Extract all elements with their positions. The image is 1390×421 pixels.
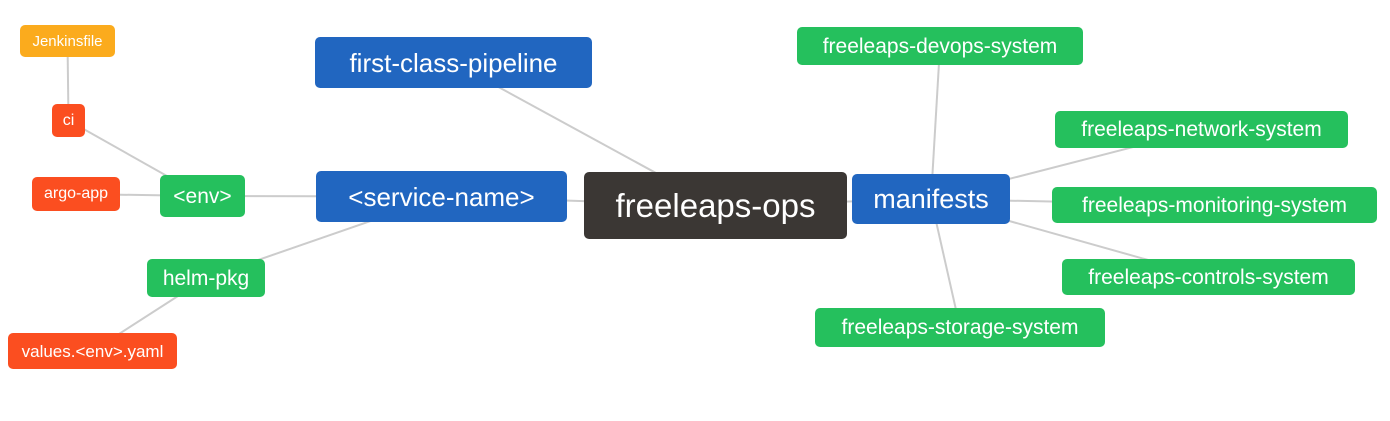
- node-label: first-class-pipeline: [349, 47, 558, 78]
- node-freeleaps-devops-system[interactable]: freeleaps-devops-system: [797, 27, 1083, 65]
- node-freeleaps-monitoring-system[interactable]: freeleaps-monitoring-system: [1052, 187, 1377, 223]
- node-label: freeleaps-storage-system: [841, 316, 1079, 339]
- node-jenkinsfile[interactable]: Jenkinsfile: [20, 25, 115, 57]
- node-label: freeleaps-ops: [615, 187, 816, 224]
- node-label: <env>: [173, 184, 232, 208]
- node-label: ci: [62, 111, 75, 129]
- node-freeleaps-ops[interactable]: freeleaps-ops: [584, 172, 847, 239]
- node-label: argo-app: [43, 185, 109, 202]
- node-helm-pkg[interactable]: helm-pkg: [147, 259, 265, 297]
- node-label: helm-pkg: [162, 266, 250, 290]
- node-freeleaps-controls-system[interactable]: freeleaps-controls-system: [1062, 259, 1355, 295]
- node-ci[interactable]: ci: [52, 104, 85, 137]
- node-first-class-pipeline[interactable]: first-class-pipeline: [315, 37, 592, 88]
- node-label: <service-name>: [348, 181, 535, 212]
- node-service-name[interactable]: <service-name>: [316, 171, 567, 222]
- node-label: freeleaps-monitoring-system: [1082, 193, 1347, 217]
- node-argo-app[interactable]: argo-app: [32, 177, 120, 211]
- node-manifests[interactable]: manifests: [852, 174, 1010, 224]
- node-label: freeleaps-network-system: [1081, 118, 1322, 141]
- node-label: manifests: [873, 183, 989, 214]
- node-freeleaps-network-system[interactable]: freeleaps-network-system: [1055, 111, 1348, 148]
- edge-manifests-to-freeleaps-devops-system: [930, 45, 941, 200]
- node-label: values.<env>.yaml: [21, 341, 164, 361]
- node-label: freeleaps-devops-system: [822, 34, 1058, 58]
- node-values-env-yaml[interactable]: values.<env>.yaml: [8, 333, 177, 369]
- node-label: freeleaps-controls-system: [1088, 265, 1329, 289]
- node-freeleaps-storage-system[interactable]: freeleaps-storage-system: [815, 308, 1105, 347]
- node-env[interactable]: <env>: [160, 175, 245, 217]
- node-label: Jenkinsfile: [32, 32, 103, 50]
